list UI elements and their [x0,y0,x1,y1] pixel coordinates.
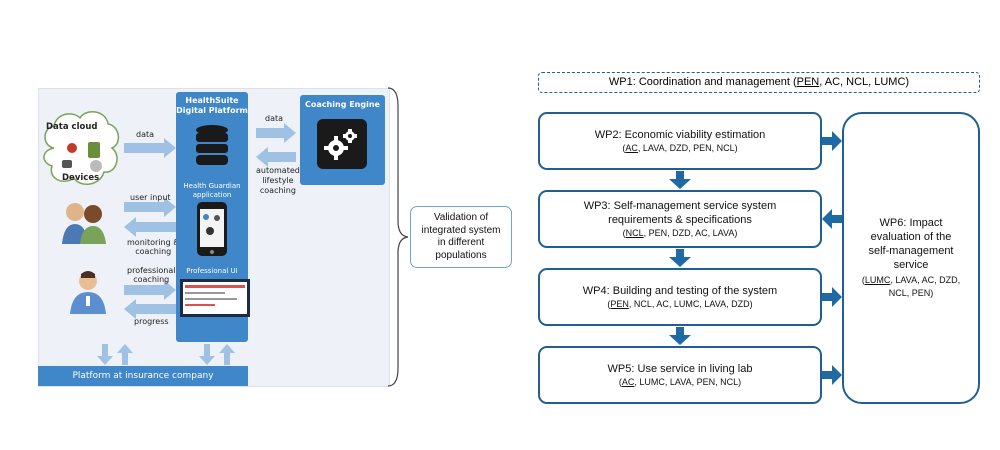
wp5-open-paren: ( [618,376,622,387]
data-cloud-label: Data cloud [46,122,98,132]
progress-arrow-left [124,299,176,319]
insurance-arrows-right [199,344,235,365]
wp4-partners: , NCL, AC, LUMC, LAVA, DZD) [628,298,753,309]
wp6-partners: , LAVA, AC, DZD, NCL, PEN) [888,275,961,298]
arrow-label-monitoring: monitoring & coaching [127,238,179,256]
wp4-to-wp5-arrow [669,327,691,345]
platform-title: HealthSuite Digital Platform [176,96,248,115]
wp6-open-paren: ( [861,275,865,285]
wp6-to-wp3-arrow [822,209,842,229]
wp5-title: WP5: Use service in living lab [607,362,753,375]
wp1-partners: , AC, NCL, LUMC) [819,76,910,88]
coaching-arrows [256,123,296,167]
validation-box: Validation of integrated system in diffe… [410,206,512,268]
wp3-lead-partner: NCL [625,227,644,238]
validation-text: Validation of integrated system in diffe… [421,212,501,261]
gears-icon [317,119,367,169]
wp4-lead-partner: PEN [610,298,629,309]
professional-ui-screenshot [180,279,250,317]
wp1-prefix: WP1: Coordination and management ( [608,76,797,88]
smartphone-icon [197,202,227,256]
user-input-arrow-right [124,197,176,217]
patients-icon [62,203,106,244]
wp2-to-wp6-arrow [822,131,842,151]
arrow-label-automated: automated lifestyle coaching [256,166,300,195]
arrow-label-user-input: user input [130,193,171,202]
insurance-platform-bar: Platform at insurance company [38,366,248,386]
monitoring-arrow-left [124,217,176,237]
health-guardian-label: Health Guardian application [183,182,241,199]
arrow-label-data-right: data [265,114,284,123]
wp-down-arrows [669,171,691,345]
wp1-coordination-box: WP1: Coordination and management (PEN, A… [538,72,980,93]
professional-icon [70,271,106,314]
wp4-to-wp6-arrow [822,287,842,307]
wp4-box: WP4: Building and testing of the system … [538,268,822,326]
wp2-box: WP2: Economic viability estimation (AC, … [538,112,822,170]
insurance-arrows-left [97,344,133,365]
curly-brace [387,87,409,387]
wp2-title: WP2: Economic viability estimation [594,128,766,141]
wp2-to-wp3-arrow [669,171,691,189]
arrow-label-professional: professional coaching [127,266,176,284]
arrow-label-progress: progress [134,317,169,326]
professional-arrow-right [124,280,176,300]
wp3-box: WP3: Self-management service system requ… [538,190,822,248]
professional-ui-label: Professional UI [186,267,238,275]
wp5-box: WP5: Use service in living lab (AC, LUMC… [538,346,822,404]
wp5-lead-partner: AC [621,376,635,387]
wp3-open-paren: ( [622,227,626,238]
wp1-lead-partner: PEN [796,76,820,88]
wp6-box: WP6: Impact evaluation of the self-manag… [842,112,980,404]
data-arrow-right [124,138,176,158]
wp6-link-arrows [822,131,842,385]
wp4-open-paren: ( [607,298,611,309]
wp6-title: WP6: Impact evaluation of the self-manag… [868,217,954,271]
wp4-title: WP4: Building and testing of the system [582,284,778,297]
coaching-engine-label: Coaching Engine [305,100,380,109]
left-arrows [124,138,176,319]
wp6-lead-partner: LUMC [864,275,891,285]
data-cloud-shape [43,111,120,185]
wp3-title: WP3: Self-management service system requ… [583,199,777,226]
wp5-partners: , LUMC, LAVA, PEN, NCL) [634,376,742,387]
wp2-open-paren: ( [622,142,626,153]
wp2-lead-partner: AC [625,142,638,153]
wp3-to-wp4-arrow [669,249,691,267]
arrow-label-data: data [136,130,155,139]
wp5-to-wp6-arrow [822,365,842,385]
wp3-partners: , PEN, DZD, AC, LAVA) [643,227,738,238]
devices-label: Devices [62,173,100,183]
database-icon [196,125,228,165]
wp2-partners: , LAVA, DZD, PEN, NCL) [637,142,738,153]
